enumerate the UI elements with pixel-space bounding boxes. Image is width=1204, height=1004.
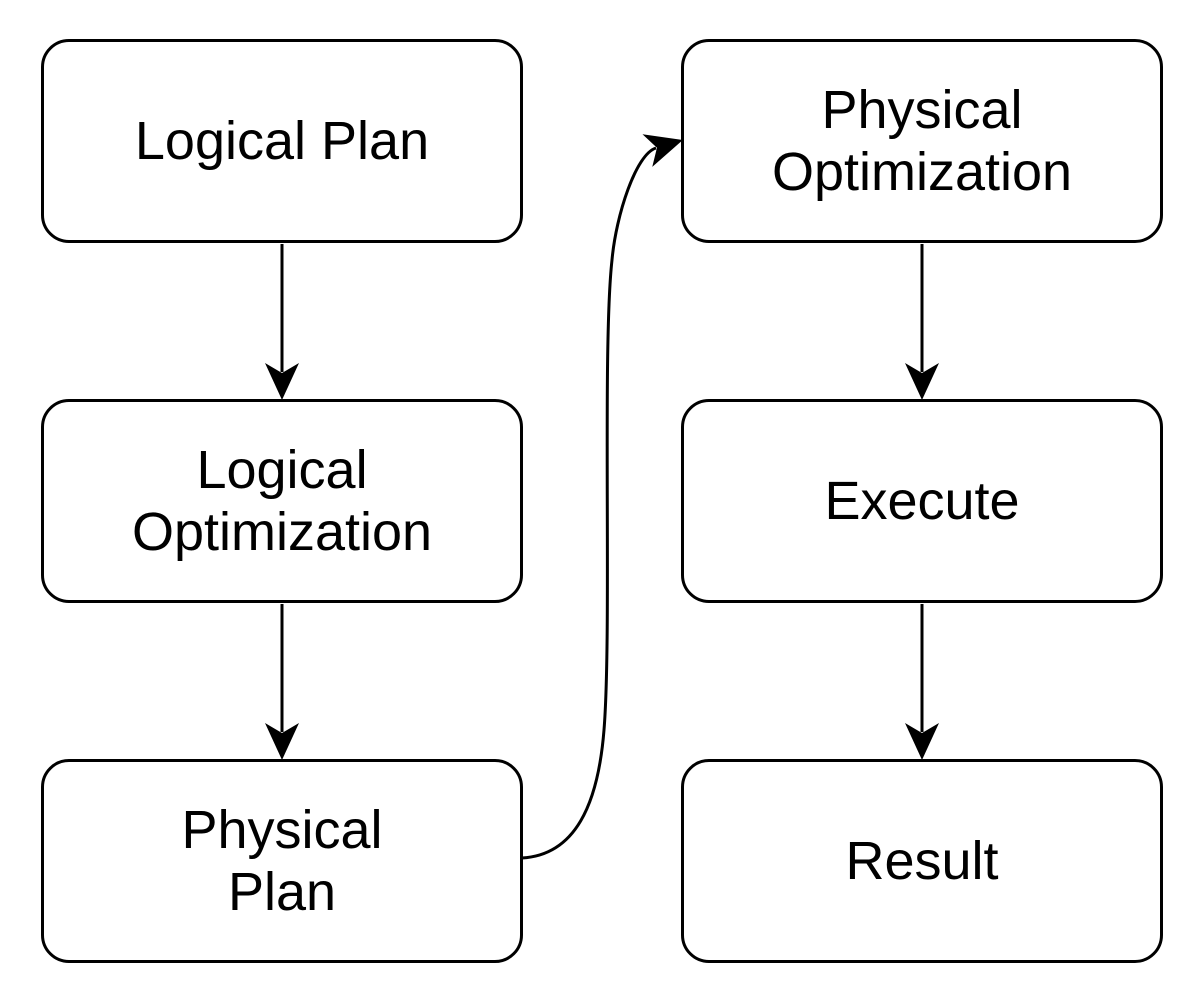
edge-physical-plan-to-physical-optimization bbox=[521, 134, 683, 860]
node-result: Result bbox=[681, 759, 1163, 963]
node-logical-plan-label: Logical Plan bbox=[134, 111, 430, 171]
node-logical-optimization: Logical Optimization bbox=[41, 399, 523, 603]
node-execute: Execute bbox=[681, 399, 1163, 603]
node-physical-plan: Physical Plan bbox=[41, 759, 523, 963]
node-physical-optimization: Physical Optimization bbox=[681, 39, 1163, 243]
node-physical-plan-label: Physical Plan bbox=[181, 800, 383, 922]
node-logical-plan: Logical Plan bbox=[41, 39, 523, 243]
node-result-label: Result bbox=[845, 831, 999, 891]
node-execute-label: Execute bbox=[824, 471, 1020, 531]
node-physical-optimization-label: Physical Optimization bbox=[771, 80, 1073, 202]
node-logical-optimization-label: Logical Optimization bbox=[131, 440, 433, 562]
